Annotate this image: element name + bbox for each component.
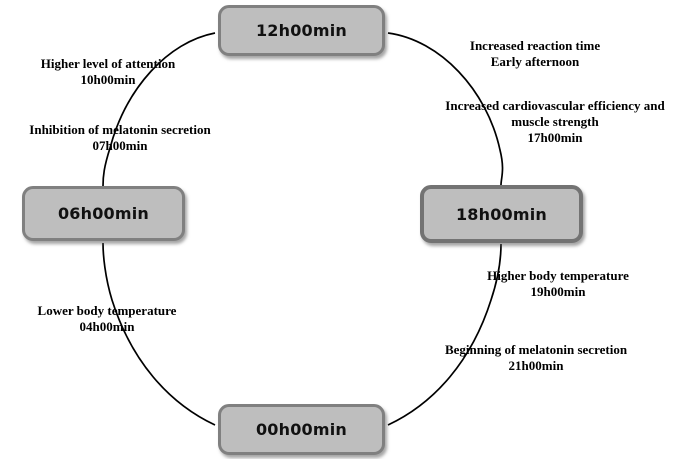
node-06h00min[interactable]: 06h00min: [22, 186, 185, 241]
node-12h00min[interactable]: 12h00min: [218, 5, 385, 56]
event-label-10h: Higher level of attention 10h00min: [40, 56, 176, 87]
event-label-04h: Lower body temperature 04h00min: [37, 303, 177, 334]
arc-bottom-left: [102, 242, 216, 426]
node-00h00min[interactable]: 00h00min: [218, 404, 385, 455]
event-label-17h: Increased cardiovascular efficiency and …: [445, 98, 665, 145]
node-06h00min-label: 06h00min: [57, 204, 150, 223]
arc-bottom-right: [387, 243, 502, 426]
event-label-early-afternoon: Increased reaction time Early afternoon: [469, 38, 601, 69]
node-00h00min-label: 00h00min: [255, 420, 348, 439]
event-label-19h: Higher body temperature 19h00min: [487, 268, 629, 299]
arc-top-right: [387, 32, 504, 186]
event-label-07h: Inhibition of melatonin secretion 07h00m…: [29, 122, 211, 153]
event-label-21h: Beginning of melatonin secretion 21h00mi…: [444, 342, 628, 373]
arc-top-left: [102, 32, 216, 187]
node-12h00min-label: 12h00min: [255, 21, 348, 40]
node-18h00min[interactable]: 18h00min: [420, 185, 583, 243]
node-18h00min-label: 18h00min: [455, 204, 548, 224]
